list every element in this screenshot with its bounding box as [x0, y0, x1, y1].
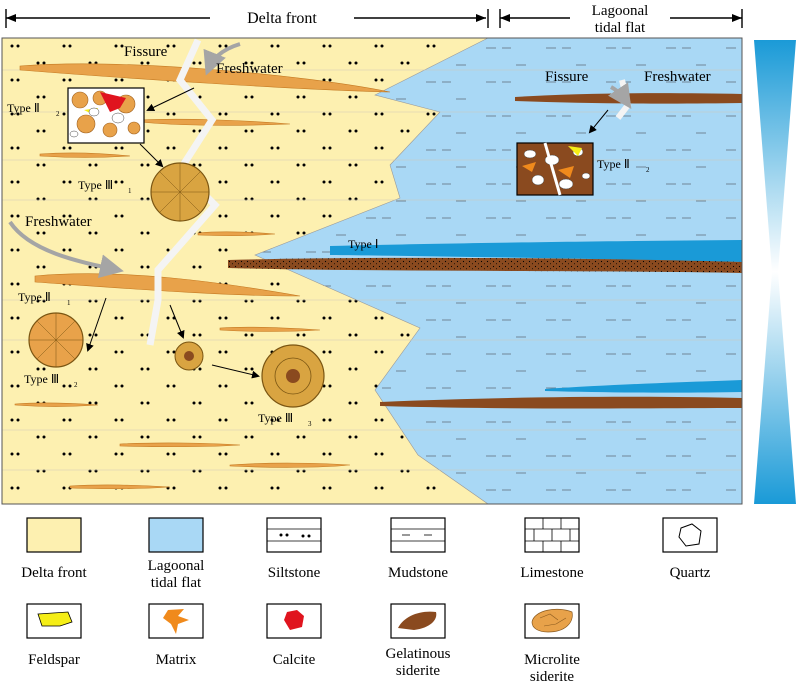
type-ii2-left-thin-section: [67, 87, 145, 144]
lagoonal-heading-line1: Lagoonal: [592, 3, 649, 19]
legend-label-feldspar: Feldspar: [28, 652, 80, 668]
legend-label-mudstone: Mudstone: [388, 565, 448, 581]
freshwater-label-mid: Freshwater: [25, 214, 92, 230]
freshwater-label-top: Freshwater: [216, 61, 283, 77]
fissure-label-left: Fissure: [124, 44, 168, 60]
type-iii2-concretion: [28, 312, 84, 368]
type-ii1-label: Type Ⅱ: [18, 290, 51, 304]
lower-right-siderite-band: [380, 396, 742, 409]
header-lagoonal: Lagoonal tidal flat: [499, 3, 743, 36]
legend-swatch-mudstone: [390, 517, 446, 553]
legend-swatch-limestone: [524, 517, 580, 553]
legend-label-matrix: Matrix: [155, 652, 197, 668]
legend-swatches: [26, 517, 718, 639]
type-iii1-concretion: [150, 162, 210, 222]
type-ii1-sub: 1: [67, 299, 71, 307]
legend-label-delta-front: Delta front: [21, 565, 87, 581]
legend-swatch-feldspar: [26, 603, 82, 639]
legend-swatch-microlite-siderite: [524, 603, 580, 639]
freshwater-arrows: [8, 42, 632, 279]
section-labels: Fissure Freshwater Freshwater Fissure Fr…: [7, 44, 711, 428]
type-ii2-right-thin-section: [516, 142, 594, 196]
legend-label-quartz: Quartz: [669, 565, 711, 581]
delta-front-heading: Delta front: [247, 10, 317, 27]
type-iii1-sub: 1: [128, 187, 132, 195]
freshwater-label-right: Freshwater: [644, 69, 711, 85]
fissure-label-right: Fissure: [545, 69, 589, 85]
type-iii1-label: Type Ⅲ: [78, 178, 113, 192]
legend-swatch-quartz: [662, 517, 718, 553]
header-delta-front: Delta front: [5, 9, 489, 28]
microlite-siderite-lenses: [14, 63, 391, 489]
bedding-lines: [2, 69, 742, 471]
type-i-label: Type Ⅰ: [348, 237, 378, 251]
type-iii3-small-concretion: [174, 341, 204, 371]
process-arrows: [86, 87, 609, 379]
lower-right-limestone-lens: [545, 380, 742, 393]
hourglass-indicator: [754, 40, 796, 504]
type-iii2-label: Type Ⅲ: [24, 372, 59, 386]
legend-swatch-delta-front: [26, 517, 82, 553]
legend-swatch-gelatinous-siderite: [390, 603, 446, 639]
legend-label-calcite: Calcite: [272, 652, 316, 668]
legend-swatch-matrix: [148, 603, 204, 639]
type-ii2-left-label: Type Ⅱ: [7, 101, 40, 115]
cross-section: Fissure Freshwater Freshwater Fissure Fr…: [1, 37, 743, 505]
type-iii3-sub: 3: [308, 420, 312, 428]
legend-label-limestone: Limestone: [520, 565, 584, 581]
legend-swatch-lagoonal: [148, 517, 204, 553]
lagoonal-heading-line2: tidal flat: [595, 20, 646, 36]
type-iii2-sub: 2: [74, 381, 78, 389]
type-i-limestone-band: [330, 240, 742, 262]
legend-swatch-siltstone: [266, 517, 322, 553]
legend-swatch-calcite: [266, 603, 322, 639]
type-iii3-label: Type Ⅲ: [258, 411, 293, 425]
legend-label-siltstone: Siltstone: [267, 565, 321, 581]
siltstone-pattern: [2, 38, 488, 504]
type-iii3-large-concretion: [261, 344, 325, 408]
type-ii2-right-label: Type Ⅱ: [597, 157, 630, 171]
type-ii2-left-sub: 2: [56, 110, 60, 118]
type-ii2-right-sub: 2: [646, 166, 650, 174]
